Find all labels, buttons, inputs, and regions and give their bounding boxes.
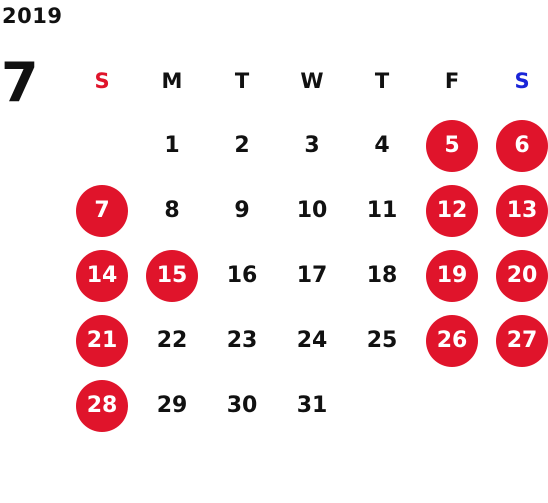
calendar-day-holiday[interactable]: 5 (426, 119, 478, 172)
calendar-cell: 14 (67, 243, 137, 308)
calendar-cell: 22 (137, 308, 207, 373)
calendar-cell (487, 373, 548, 438)
calendar-day[interactable]: 16 (226, 263, 258, 288)
calendar-cell: 25 (347, 308, 417, 373)
weekday-friday: F (444, 68, 460, 93)
calendar-day[interactable]: 2 (234, 133, 250, 158)
calendar-cell (417, 373, 487, 438)
calendar-cell: 5 (417, 113, 487, 178)
calendar-cell: 17 (277, 243, 347, 308)
calendar-cell: 7 (67, 178, 137, 243)
weekday-wednesday: W (300, 68, 324, 93)
calendar-cell: 4 (347, 113, 417, 178)
calendar-day[interactable]: 22 (156, 328, 188, 353)
calendar-cell: 30 (207, 373, 277, 438)
weekday-thursday: T (374, 68, 390, 93)
calendar-cell (67, 113, 137, 178)
calendar-day[interactable]: 9 (234, 198, 250, 223)
calendar-day-holiday[interactable]: 13 (496, 184, 548, 237)
calendar-cell: 16 (207, 243, 277, 308)
weekday-saturday: S (514, 68, 530, 93)
calendar-day[interactable]: 31 (296, 393, 328, 418)
calendar-cell: 13 (487, 178, 548, 243)
calendar-month: 7 (1, 51, 39, 114)
calendar-day-holiday[interactable]: 28 (76, 379, 128, 432)
calendar-cell: 24 (277, 308, 347, 373)
calendar-day[interactable]: 24 (296, 328, 328, 353)
calendar-cell (347, 373, 417, 438)
weekday-tuesday: T (234, 68, 250, 93)
calendar-cell: 23 (207, 308, 277, 373)
calendar-cell: 10 (277, 178, 347, 243)
calendar-day-holiday[interactable]: 7 (76, 184, 128, 237)
calendar-cell: 9 (207, 178, 277, 243)
calendar-cell: 28 (67, 373, 137, 438)
calendar-day-holiday[interactable]: 26 (426, 314, 478, 367)
weekday-sunday: S (94, 68, 110, 93)
calendar-cell: 2 (207, 113, 277, 178)
calendar-cell: 1 (137, 113, 207, 178)
calendar-day-holiday[interactable]: 12 (426, 184, 478, 237)
calendar-cell: 8 (137, 178, 207, 243)
calendar-cell: 18 (347, 243, 417, 308)
calendar-cell: 6 (487, 113, 548, 178)
calendar-day-holiday[interactable]: 21 (76, 314, 128, 367)
calendar-cell: 19 (417, 243, 487, 308)
calendar-day[interactable]: 30 (226, 393, 258, 418)
calendar-day[interactable]: 11 (366, 198, 398, 223)
calendar-year: 2019 (2, 4, 63, 28)
calendar-day-holiday[interactable]: 19 (426, 249, 478, 302)
calendar-day[interactable]: 18 (366, 263, 398, 288)
calendar-cell: 21 (67, 308, 137, 373)
calendar-cell: 26 (417, 308, 487, 373)
calendar-day-holiday[interactable]: 15 (146, 249, 198, 302)
calendar-day[interactable]: 4 (374, 133, 390, 158)
calendar-cell: 20 (487, 243, 548, 308)
calendar-day-holiday[interactable]: 27 (496, 314, 548, 367)
weekday-monday: M (161, 68, 183, 93)
calendar-day[interactable]: 25 (366, 328, 398, 353)
calendar-cell: 15 (137, 243, 207, 308)
calendar-day[interactable]: 3 (304, 133, 320, 158)
calendar-day-holiday[interactable]: 14 (76, 249, 128, 302)
calendar-cell: 31 (277, 373, 347, 438)
calendar-cell: 29 (137, 373, 207, 438)
calendar-day[interactable]: 29 (156, 393, 188, 418)
calendar-cell: 11 (347, 178, 417, 243)
calendar-day[interactable]: 8 (164, 198, 180, 223)
calendar-cell: 3 (277, 113, 347, 178)
calendar-cell: 12 (417, 178, 487, 243)
calendar-day[interactable]: 17 (296, 263, 328, 288)
calendar-day-holiday[interactable]: 6 (496, 119, 548, 172)
calendar-day-holiday[interactable]: 20 (496, 249, 548, 302)
calendar-day[interactable]: 23 (226, 328, 258, 353)
calendar-day[interactable]: 1 (164, 133, 180, 158)
calendar-cell: 27 (487, 308, 548, 373)
calendar-day[interactable]: 10 (296, 198, 328, 223)
